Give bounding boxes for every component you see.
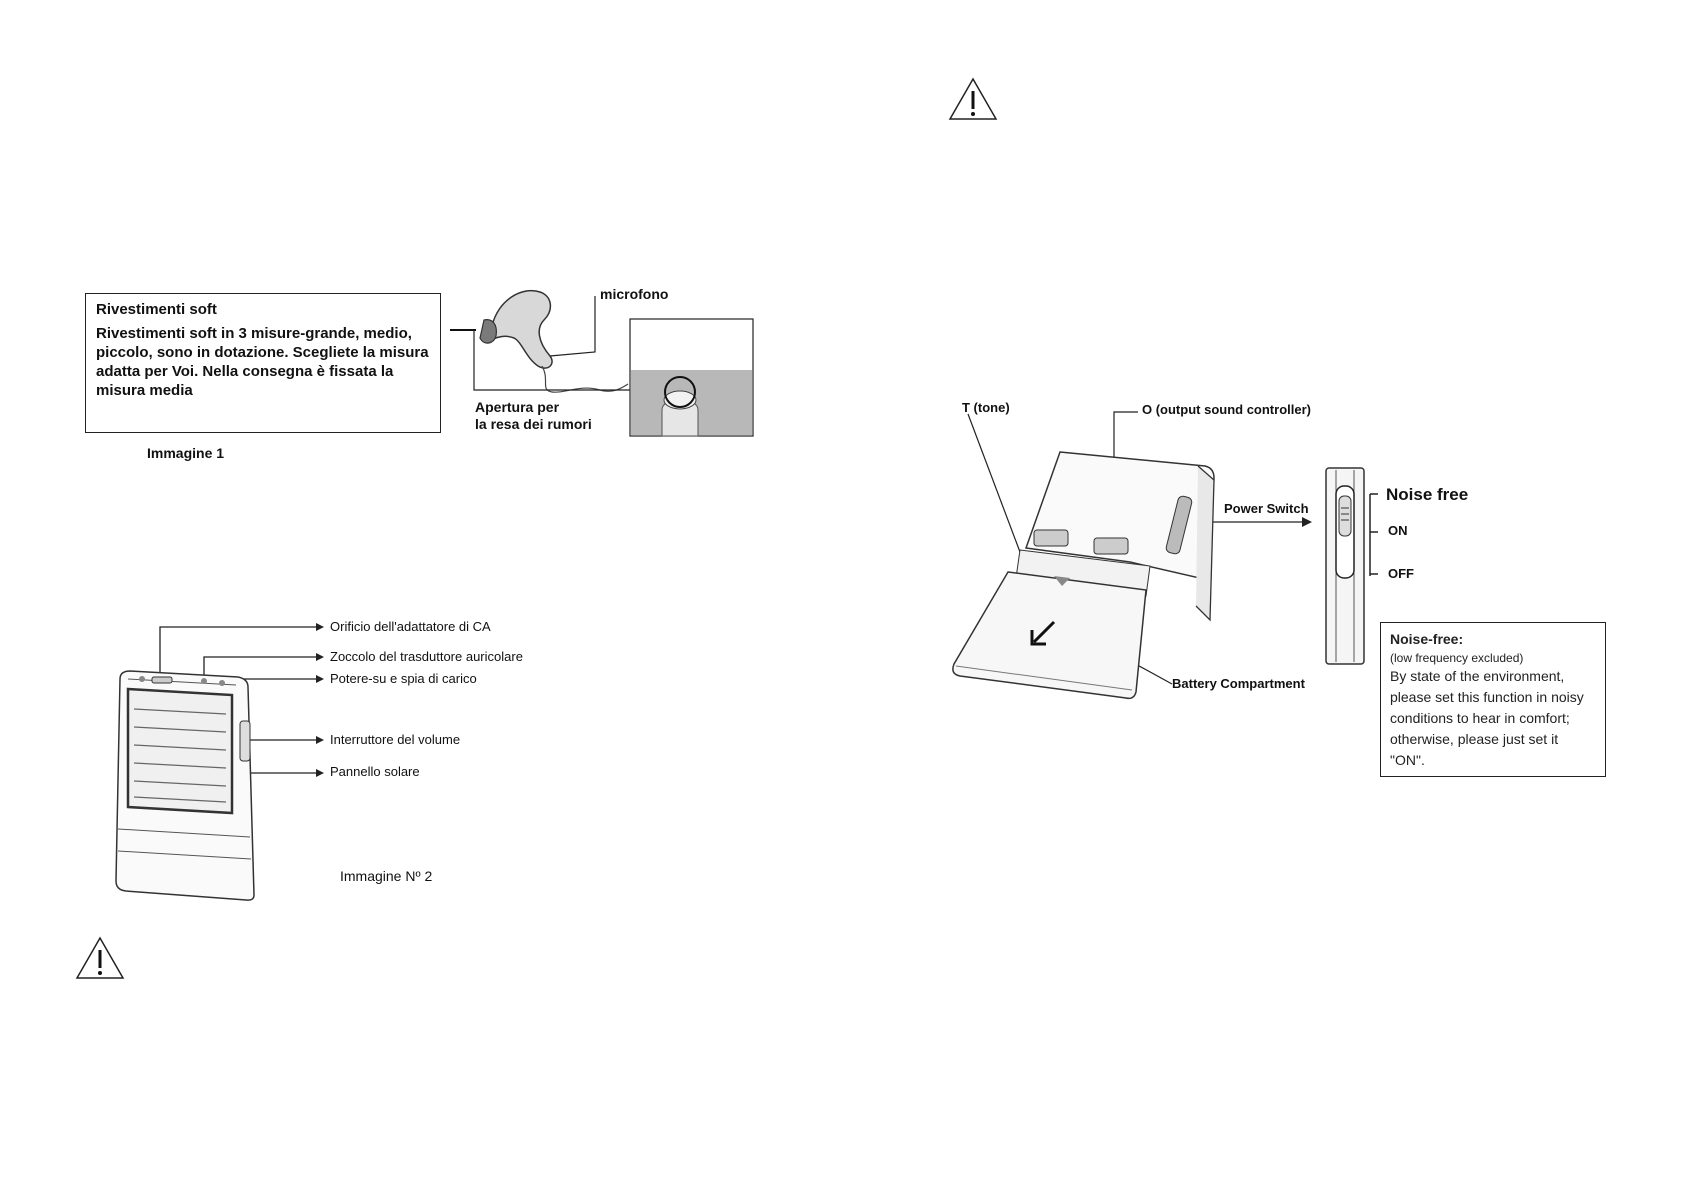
off-position-label: OFF [1388,566,1414,581]
microphone-label: microfono [600,286,669,302]
power-switch-label: Power Switch [1224,501,1309,516]
battery-compartment-label: Battery Compartment [1172,676,1305,691]
solar-panel-label: Pannello solare [330,764,420,779]
soft-covers-body: Rivestimenti soft in 3 misure-grande, me… [96,325,429,399]
device-front-illustration [115,623,324,901]
soft-covers-box: Rivestimenti soft Rivestimenti soft in 3… [85,293,441,433]
on-position-label: ON [1388,523,1408,538]
noise-free-position-label: Noise free [1386,485,1469,504]
noise-free-subtitle: (low frequency excluded) [1390,651,1524,665]
tone-label: T (tone) [962,400,1010,415]
soft-covers-title: Rivestimenti soft [96,301,217,318]
volume-switch-label: Interruttore del volume [330,732,461,747]
ac-adapter-label: Orificio dell'adattatore di CA [330,619,491,634]
device-back-illustration [952,411,1378,700]
power-indicator-label: Potere-su e spia di carico [330,671,477,686]
opening-label-line1: Apertura per [475,399,560,415]
noise-free-title: Noise-free: [1390,631,1464,647]
noise-free-body: By state of the environment, please set … [1390,668,1584,768]
warning-triangle-icon [948,77,998,120]
earpiece-illustration [450,289,754,437]
output-controller-label: O (output sound controller) [1142,402,1311,417]
noise-free-info-box: Noise-free: (low frequency excluded) By … [1380,622,1606,777]
opening-label-line2: la resa dei rumori [475,416,592,432]
warning-triangle-icon [75,936,125,979]
figure2-caption: Immagine Nº 2 [340,868,433,884]
earphone-socket-label: Zoccolo del trasduttore auricolare [330,649,523,664]
figure1-caption: Immagine 1 [147,445,225,461]
